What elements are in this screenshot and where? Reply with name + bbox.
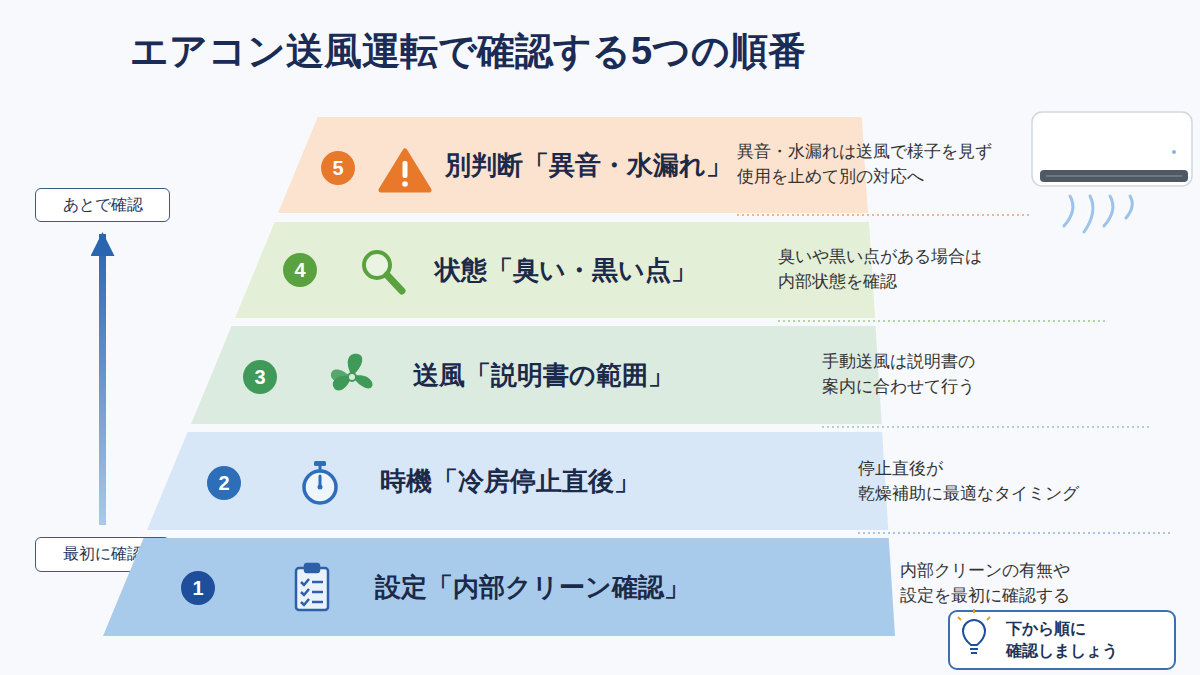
step-number-badge: 5 <box>321 151 355 185</box>
wind-line <box>1126 196 1132 218</box>
trapezoid <box>103 538 895 636</box>
tip-box: 下から順に 確認しましょう <box>948 610 1176 670</box>
tip-text: 下から順に 確認しましょう <box>1006 618 1146 661</box>
callout-number: 2 <box>207 466 241 500</box>
order-arrow <box>99 234 106 525</box>
step-description: 内部クリーンの有無や 設定を最初に確認する <box>900 558 1190 608</box>
step-label: 状態「臭い・黒い点」 <box>435 222 697 318</box>
order-marker-box: あとで確認 <box>35 188 170 222</box>
aircon-vent <box>1040 170 1188 182</box>
step-description: 臭いや黒い点がある場合は 内部状態を確認 <box>778 244 1068 294</box>
badge-circle <box>181 571 215 605</box>
callout-number: 5 <box>321 151 355 185</box>
step-description: 異音・水漏れは送風で様子を見ず 使用を止めて別の対応へ <box>737 139 1027 189</box>
step-description: 手動送風は説明書の 案内に合わせて行う <box>822 349 1112 399</box>
wind-line <box>1084 196 1093 232</box>
pyramid-band: 3 送風「説明書の範囲」 <box>191 326 882 424</box>
badge-circle <box>243 360 277 394</box>
step-number-badge: 4 <box>283 253 317 287</box>
aircon-lamp <box>1172 150 1176 154</box>
marker-text: あとで確認 <box>63 195 143 216</box>
badge-circle <box>283 253 317 287</box>
wind-line <box>1104 196 1113 226</box>
wind-line <box>1064 196 1073 226</box>
trapezoid <box>278 117 868 213</box>
marker-text: 最初に確認 <box>63 544 143 565</box>
trapezoid <box>235 222 875 318</box>
diagram-title: エアコン送風運転で確認する5つの順番 <box>130 26 806 77</box>
aircon-louver <box>1046 176 1182 177</box>
step-number-badge: 3 <box>243 360 277 394</box>
dotted-guide <box>778 320 1105 322</box>
air-conditioner-illustration <box>1032 112 1192 232</box>
step-number-badge: 1 <box>181 571 215 605</box>
badge-circle <box>321 151 355 185</box>
trapezoid <box>147 432 888 530</box>
step-label: 送風「説明書の範囲」 <box>413 326 674 424</box>
pyramid-band: 5 別判断「異音・水漏れ」 <box>278 117 868 213</box>
callout-number: 1 <box>181 571 215 605</box>
dotted-guide <box>858 532 1170 534</box>
trapezoid <box>191 326 882 424</box>
aircon-body <box>1032 112 1192 186</box>
step-label: 別判断「異音・水漏れ」 <box>445 117 732 213</box>
pyramid-band: 2 時機「冷房停止直後」 <box>147 432 888 530</box>
dotted-guide <box>737 214 1032 216</box>
pyramid-band: 1 設定「内部クリーン確認」 <box>103 538 895 636</box>
step-label: 設定「内部クリーン確認」 <box>375 538 690 636</box>
pyramid-band: 4 状態「臭い・黒い点」 <box>235 222 875 318</box>
callout-number: 3 <box>243 360 277 394</box>
step-label: 時機「冷房停止直後」 <box>380 432 640 530</box>
step-description: 停止直後が 乾燥補助に最適なタイミング <box>858 456 1158 506</box>
badge-circle <box>207 466 241 500</box>
dotted-guide <box>822 426 1150 428</box>
callout-number: 4 <box>283 253 317 287</box>
step-number-badge: 2 <box>207 466 241 500</box>
